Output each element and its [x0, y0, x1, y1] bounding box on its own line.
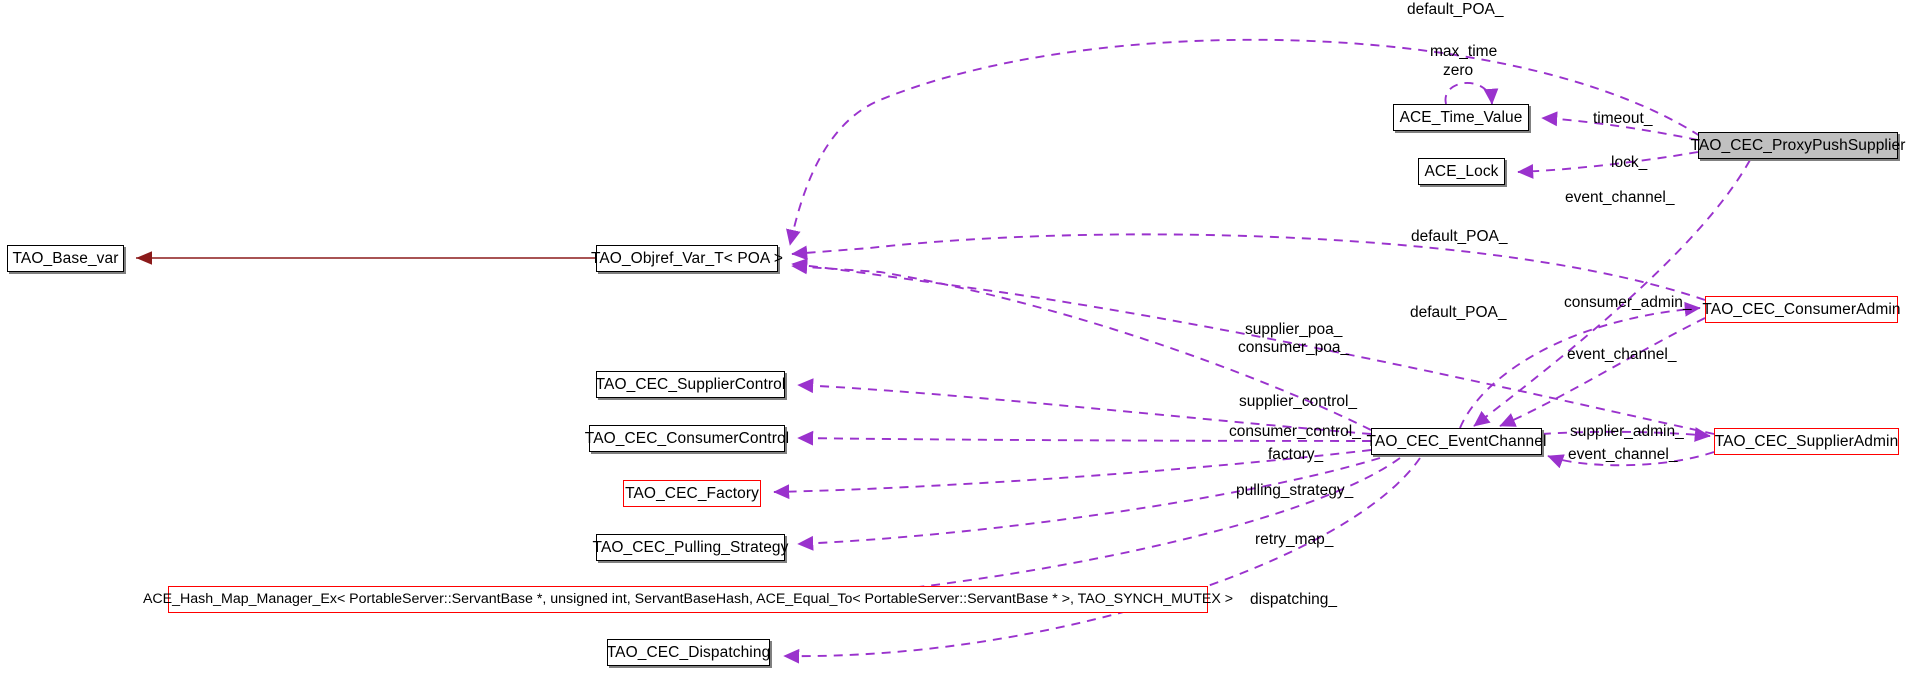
node-ace-lock[interactable]: ACE_Lock	[1418, 158, 1505, 185]
node-tao-base-var[interactable]: TAO_Base_var	[7, 245, 124, 272]
edge-label-default-poa-3: default_POA_	[1410, 304, 1507, 321]
edge-eventchannel-consumeradmin	[1459, 301, 1701, 429]
node-tao-cec-consumercontrol[interactable]: TAO_CEC_ConsumerControl	[585, 425, 789, 452]
edge-label-default-poa-2: default_POA_	[1411, 228, 1508, 245]
edge-label-supplier-control: supplier_control_	[1239, 393, 1358, 410]
node-tao-cec-proxypushsupplier[interactable]: TAO_CEC_ProxyPushSupplier	[1691, 132, 1905, 159]
edge-timevalue-selfloop	[1444, 82, 1499, 105]
edge-proxy-timeout	[1541, 111, 1699, 141]
edge-label-event-channel-2: event_channel_	[1567, 346, 1677, 363]
node-tao-cec-supplieradmin[interactable]: TAO_CEC_SupplierAdmin	[1714, 428, 1899, 455]
edge-label-event-channel-3: event_channel_	[1568, 446, 1678, 463]
edge-label-supplier-admin: supplier_admin_	[1570, 423, 1684, 440]
edge-consumeradmin-defaultpoa	[791, 233, 1706, 301]
edge-label-default-poa-top: default_POA_	[1407, 1, 1504, 18]
node-tao-cec-eventchannel[interactable]: TAO_CEC_EventChannel	[1366, 428, 1546, 455]
node-tao-cec-consumeradmin[interactable]: TAO_CEC_ConsumerAdmin	[1702, 296, 1901, 323]
edge-label-pulling-strategy: pulling_strategy_	[1236, 482, 1354, 499]
node-tao-cec-factory[interactable]: TAO_CEC_Factory	[623, 480, 761, 507]
edge-label-retry-map: retry_map_	[1255, 531, 1334, 548]
edge-label-factory: factory_	[1268, 446, 1324, 463]
edge-eventchannel-consumercontrol	[797, 430, 1372, 446]
edge-label-consumer-control: consumer_control_	[1229, 423, 1361, 440]
node-ace-time-value[interactable]: ACE_Time_Value	[1393, 104, 1529, 131]
edge-proxy-defaultpoa	[786, 38, 1701, 246]
edge-label-zero: zero	[1443, 62, 1474, 79]
node-tao-cec-suppliercontrol[interactable]: TAO_CEC_SupplierControl	[596, 371, 785, 398]
node-ace-hash-map-manager-ex[interactable]: ACE_Hash_Map_Manager_Ex< PortableServer:…	[143, 586, 1233, 613]
edge-label-consumer-admin: consumer_admin_	[1564, 294, 1692, 311]
edge-label-max-time: max_time	[1430, 43, 1498, 60]
edge-proxy-eventchannel	[1473, 159, 1751, 427]
association-edges	[773, 38, 1751, 664]
edge-supplieradmin-defaultpoa	[791, 258, 1715, 435]
edge-proxy-lock	[1517, 151, 1699, 179]
edge-label-consumer-poa: consumer_poa_	[1238, 339, 1350, 356]
edge-label-timeout: timeout_	[1593, 110, 1653, 127]
edge-eventchannel-supplieradmin	[1541, 427, 1711, 442]
node-tao-objref-var-t-poa[interactable]: TAO_Objref_Var_T< POA >	[591, 245, 783, 272]
edge-eventchannel-suppliercontrol	[797, 378, 1372, 435]
edge-eventchannel-poas	[791, 259, 1372, 431]
edge-label-lock: lock_	[1611, 154, 1648, 171]
edge-consumeradmin-eventchannel	[1499, 317, 1706, 427]
edge-label-dispatching: dispatching_	[1250, 591, 1338, 608]
edge-label-supplier-poa: supplier_poa_	[1245, 321, 1343, 338]
edge-eventchannel-retrymap	[809, 457, 1401, 605]
edge-supplieradmin-eventchannel	[1547, 451, 1715, 469]
edge-label-event-channel-1: event_channel_	[1565, 189, 1675, 206]
node-tao-cec-pulling-strategy[interactable]: TAO_CEC_Pulling_Strategy	[593, 534, 788, 561]
edge-eventchannel-pullingstrategy	[797, 457, 1381, 551]
node-tao-cec-dispatching[interactable]: TAO_CEC_Dispatching	[607, 639, 770, 666]
edge-eventchannel-dispatching	[783, 457, 1421, 664]
edge-eventchannel-factory	[773, 449, 1372, 500]
